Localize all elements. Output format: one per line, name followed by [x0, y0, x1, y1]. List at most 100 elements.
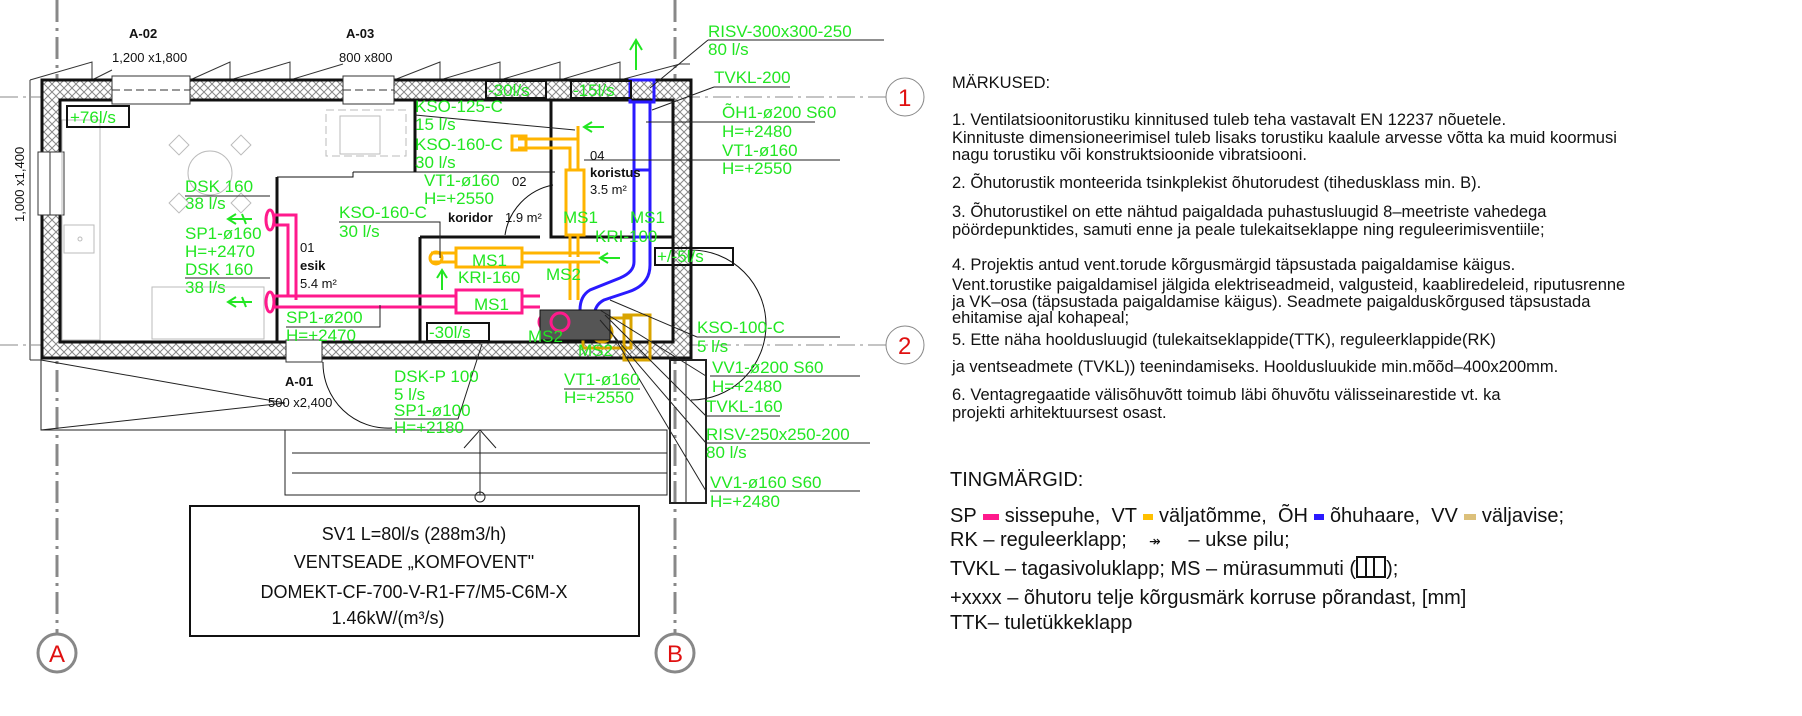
notes-title: MÄRKUSED:: [952, 74, 1051, 92]
svg-text:+76l/s: +76l/s: [70, 108, 116, 127]
svg-text:3.5 m²: 3.5 m²: [590, 182, 628, 197]
svg-text:KSO-160-C: KSO-160-C: [339, 203, 427, 222]
note-line: 1. Ventilatsioonitorustiku kinnitused tu…: [952, 111, 1507, 129]
svg-text:H=+2480: H=+2480: [710, 492, 780, 511]
note-line: 6. Ventagregaatide välisõhuvõtt toimub l…: [952, 386, 1501, 404]
note-line: 5. Ette näha hooldusluugid (tulekaitsekl…: [952, 331, 1496, 349]
room-koridor: 02 koridor 1.9 m²: [448, 174, 543, 225]
svg-text:DSK-P 100: DSK-P 100: [394, 367, 479, 386]
svg-text:1.9 m²: 1.9 m²: [505, 210, 543, 225]
svg-text:SP1-ø160: SP1-ø160: [185, 224, 262, 243]
note-line: pöördepunktides, samuti enne ja peale tu…: [952, 221, 1545, 239]
svg-text:RISV-250x250-200: RISV-250x250-200: [706, 425, 850, 444]
svg-text:MS2: MS2: [578, 341, 613, 360]
exterior-walls: [40, 78, 693, 360]
svg-text:TVKL-160: TVKL-160: [706, 397, 783, 416]
svg-text:1: 1: [898, 85, 911, 112]
svg-text:1.46kW/(m³/s): 1.46kW/(m³/s): [331, 608, 444, 628]
svg-text:koridor: koridor: [448, 210, 493, 225]
svg-text:SP1-ø200: SP1-ø200: [286, 308, 363, 327]
svg-text:5.4 m²: 5.4 m²: [300, 276, 338, 291]
grid-marker-a: A: [36, 632, 78, 674]
svg-text:SP1-ø100: SP1-ø100: [394, 401, 471, 420]
exhaust-duct-vt: [428, 126, 600, 333]
grid-marker-2: 2: [885, 325, 925, 365]
svg-text:VV1-ø200 S60: VV1-ø200 S60: [712, 358, 824, 377]
discharge-color-swatch: [1463, 513, 1476, 520]
note-line: nagu torustiku või konstruktsioonide vib…: [952, 146, 1307, 164]
room-esik: 01 esik 5.4 m²: [300, 240, 338, 291]
room-koristus: 04 koristus 3.5 m²: [590, 148, 641, 197]
svg-text:DOMEKT-CF-700-V-R1-F7/M5-C6M-X: DOMEKT-CF-700-V-R1-F7/M5-C6M-X: [260, 582, 567, 602]
svg-text:-30l/s: -30l/s: [429, 323, 471, 342]
svg-text:ÕH1-ø200 S60: ÕH1-ø200 S60: [722, 103, 836, 122]
window-a03-size: 800 x800: [339, 50, 393, 65]
intake-color-swatch: [1313, 513, 1324, 520]
svg-text:H=+2470: H=+2470: [286, 326, 356, 345]
svg-text:TVKL-200: TVKL-200: [714, 68, 791, 87]
supply-color-swatch: [982, 513, 999, 520]
svg-text:02: 02: [512, 174, 526, 189]
svg-text:38 l/s: 38 l/s: [185, 194, 226, 213]
note-line: Kinnituste dimensioneerimisel tuleb lisa…: [952, 129, 1617, 147]
svg-text:VV1-ø160 S60: VV1-ø160 S60: [710, 473, 822, 492]
svg-text:VT1-ø160: VT1-ø160: [424, 171, 500, 190]
svg-text:KRI-160: KRI-160: [458, 268, 520, 287]
svg-text:MS1: MS1: [630, 208, 665, 227]
door-a01-label: A-01: [285, 374, 313, 389]
furniture: [61, 109, 407, 341]
svg-text:5 l/s: 5 l/s: [697, 337, 728, 356]
svg-text:38 l/s: 38 l/s: [185, 278, 226, 297]
note-line: ja VK–osa (täpsustada paigaldamise käigu…: [952, 293, 1591, 311]
svg-text:MS2: MS2: [546, 265, 581, 284]
silencer-symbol-icon: [1356, 556, 1387, 578]
svg-text:RISV-300x300-250: RISV-300x300-250: [708, 22, 852, 41]
ventilation-unit: [539, 309, 611, 341]
svg-text:H=+2480: H=+2480: [712, 377, 782, 396]
svg-text:01: 01: [300, 240, 314, 255]
roof-overhang: [29, 61, 690, 361]
intake-duct-oh: [577, 78, 656, 331]
window-a03-label: A-03: [346, 26, 374, 41]
svg-text:2: 2: [898, 333, 911, 360]
note-line: 2. Õhutorustik monteerida tsinkplekist õ…: [952, 174, 1482, 192]
svg-text:15 l/s: 15 l/s: [415, 115, 456, 134]
legend-title: TINGMÄRGID:: [950, 469, 1084, 491]
svg-text:H=+2480: H=+2480: [722, 122, 792, 141]
svg-text:koristus: koristus: [590, 165, 641, 180]
legend-ttk: TTK– tuletükkeklapp: [950, 612, 1133, 634]
supply-duct-sp: [264, 208, 557, 332]
svg-text:KRI-100: KRI-100: [595, 227, 657, 246]
svg-text:-30l/s: -30l/s: [488, 81, 530, 100]
window-a02-label: A-02: [129, 26, 157, 41]
flow-boxes: [66, 80, 734, 342]
grid-marker-1: 1: [885, 77, 925, 117]
svg-text:SV1 L=80l/s (288m3/h): SV1 L=80l/s (288m3/h): [322, 524, 507, 544]
exhaust-color-swatch: [1143, 513, 1153, 520]
note-line: ja ventseadmete (TVKL)) teenindamiseks. …: [952, 358, 1559, 376]
leader-lines: [185, 39, 884, 492]
legend-height: +xxxx – õhutoru telje kõrgusmärk korruse…: [950, 587, 1467, 609]
svg-text:KSO-100-C: KSO-100-C: [697, 318, 785, 337]
svg-text:80 l/s: 80 l/s: [706, 443, 747, 462]
unit-spec-box: SV1 L=80l/s (288m3/h) VENTSEADE „KOMFOVE…: [189, 505, 640, 637]
window-left-size: 1,000 x1,400: [12, 147, 27, 222]
svg-text:B: B: [667, 641, 683, 668]
note-line: Vent.torustike paigaldamisel jälgida ele…: [952, 276, 1626, 294]
svg-text:H=+2180: H=+2180: [394, 418, 464, 437]
door-swings: [322, 184, 767, 429]
svg-text:KSO-160-C: KSO-160-C: [415, 135, 503, 154]
svg-text:A: A: [49, 641, 65, 668]
svg-text:30 l/s: 30 l/s: [415, 153, 456, 172]
svg-text:VT1-ø160: VT1-ø160: [564, 370, 640, 389]
svg-text:MS1: MS1: [472, 251, 507, 270]
svg-text:VENTSEADE „KOMFOVENT": VENTSEADE „KOMFOVENT": [294, 552, 534, 572]
door-gap-arrow-icons: [226, 38, 643, 308]
svg-text:MS2: MS2: [528, 327, 563, 346]
svg-text:DSK 160: DSK 160: [185, 260, 253, 279]
svg-text:5 l/s: 5 l/s: [394, 385, 425, 404]
svg-text:H=+2550: H=+2550: [564, 388, 634, 407]
